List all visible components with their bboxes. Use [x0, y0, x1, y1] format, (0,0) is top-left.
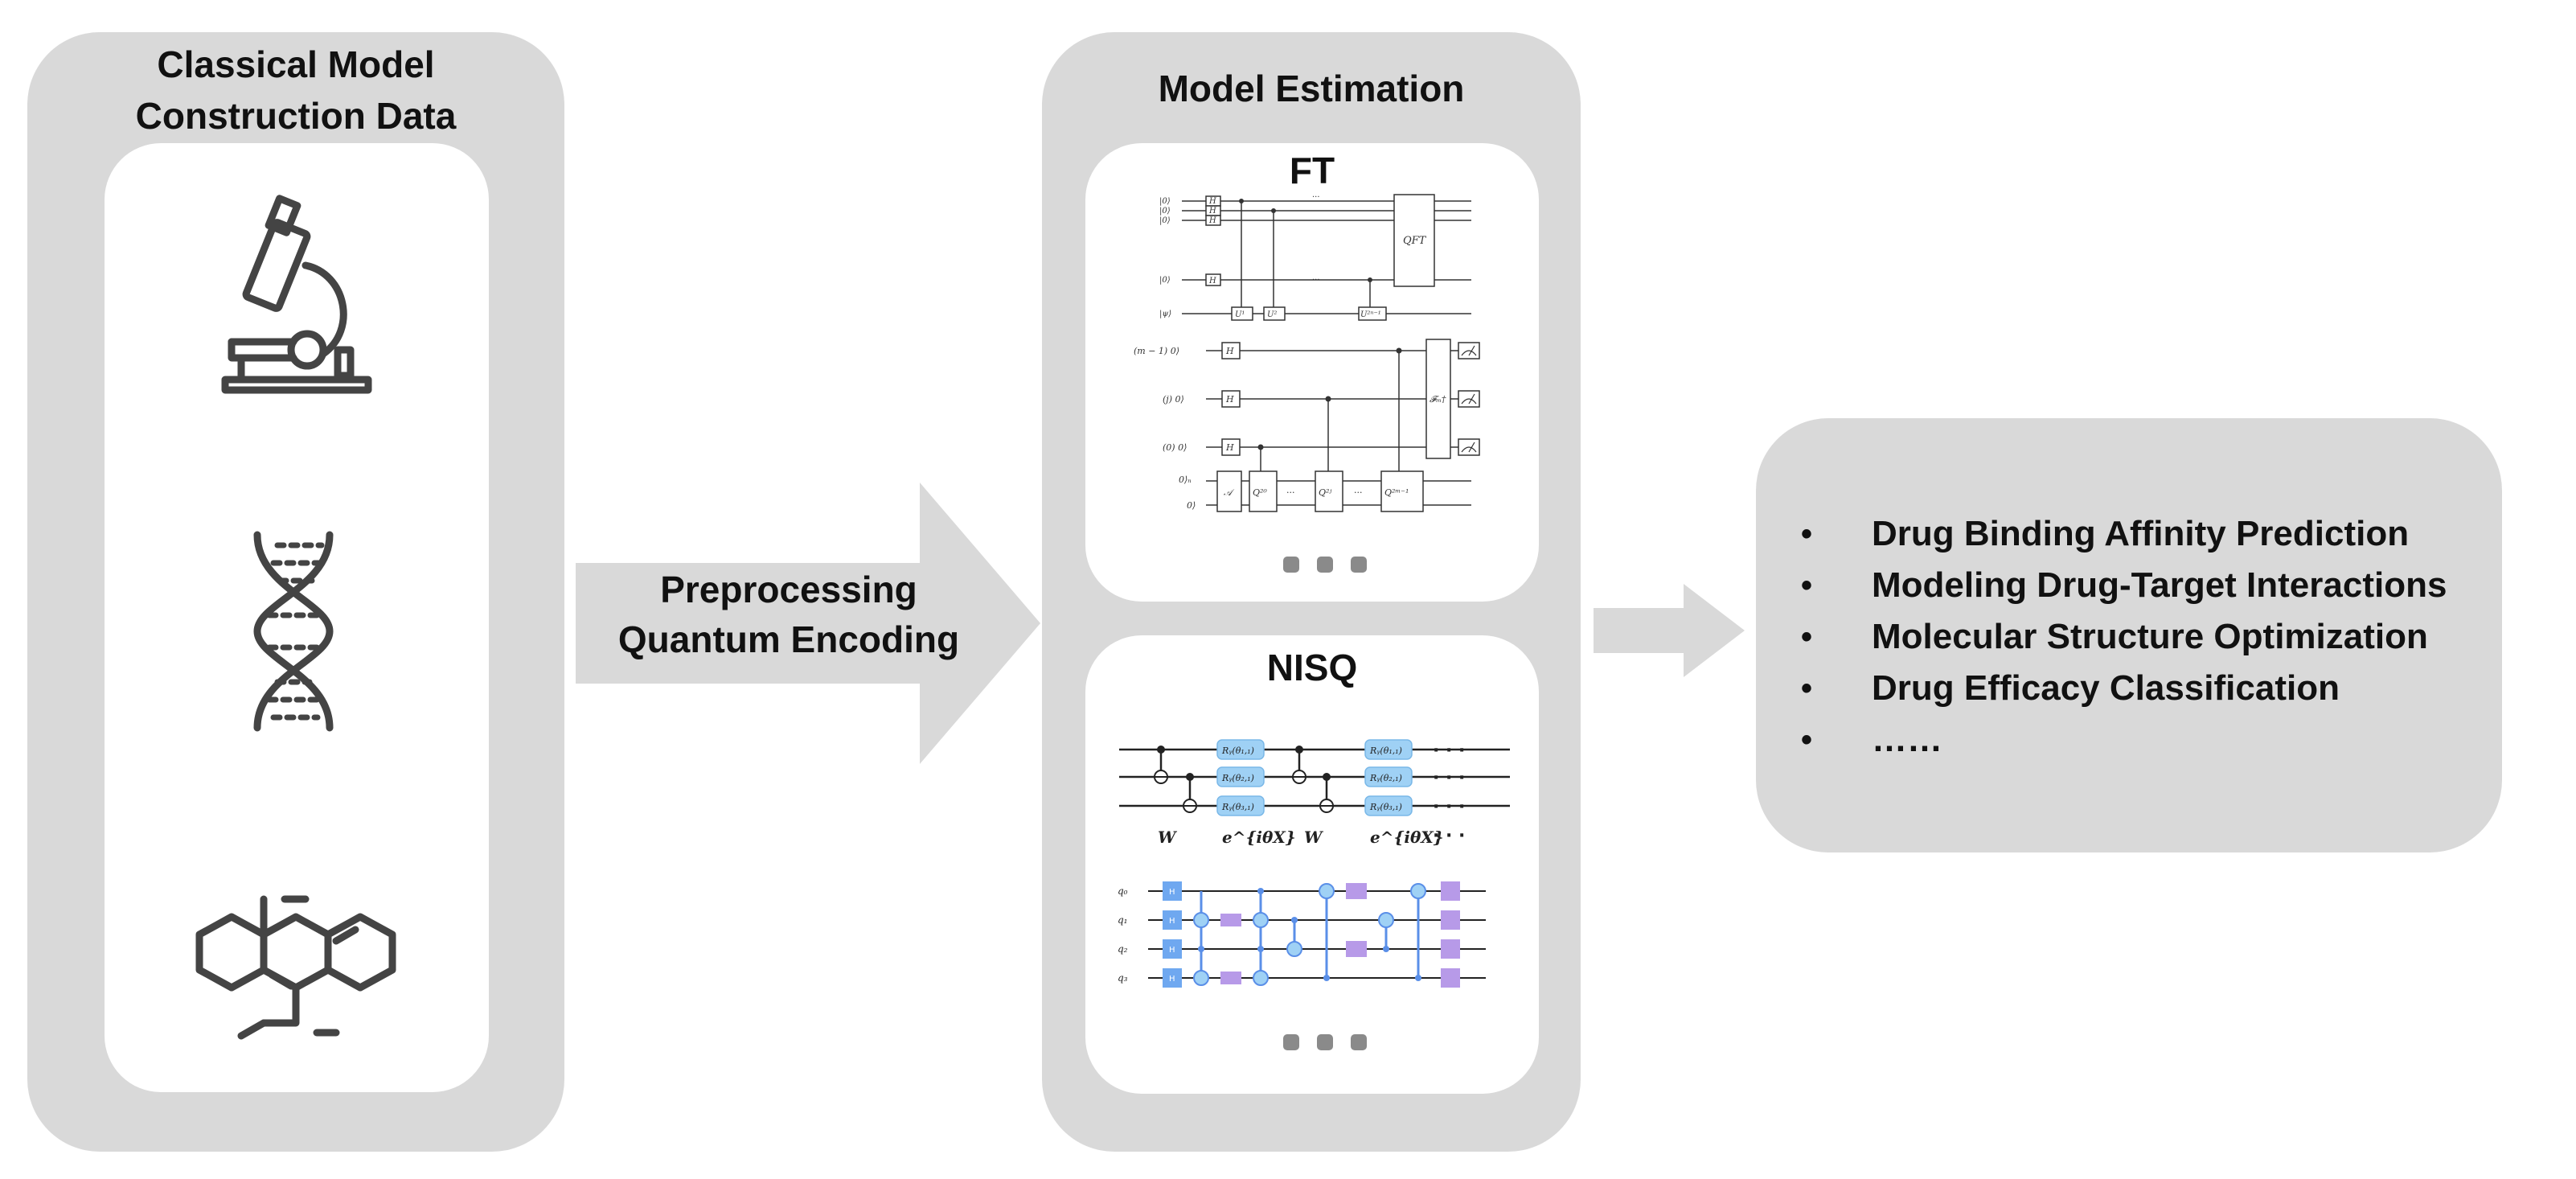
nisq1-ellipsis-c: · · ·	[1433, 797, 1465, 817]
nisq1-ellipsis-b: · · ·	[1433, 768, 1465, 788]
nisq1-ry1: Rᵧ(θ₁,₁)	[1221, 746, 1254, 756]
ft1-ellipsis-b: ···	[1312, 276, 1320, 285]
dot-6	[1351, 1034, 1367, 1050]
data-panel-title: Classical Model Construction Data	[27, 39, 564, 142]
nisq2-h3: H	[1169, 946, 1175, 955]
ft-title: FT	[1289, 150, 1335, 191]
ft2-ket-n: 0⟩ₙ	[1179, 474, 1192, 485]
ft1-h4: H	[1208, 277, 1216, 286]
preprocessing-label: Preprocessing	[660, 569, 917, 610]
nisq1-ry3: Rᵧ(θ₃,₁)	[1221, 802, 1254, 812]
ft-phase-estimation-circuit: |0⟩ |0⟩ |0⟩ |0⟩ |ψ⟩ H H H H QFT U¹ U² U²…	[1159, 193, 1471, 321]
nisq-hardware-efficient-circuit: q₀ q₁ q₂ q₃ H H H H	[1118, 881, 1486, 988]
nisq2-h2: H	[1169, 917, 1175, 926]
ft1-h1: H	[1208, 197, 1216, 206]
nisq-variational-circuit: Rᵧ(θ₁,₁) Rᵧ(θ₂,₁) Rᵧ(θ₃,₁) Rᵧ(θ₁,₁) Rᵧ(θ…	[1119, 739, 1510, 847]
nisq1-ry5: Rᵧ(θ₂,₁)	[1369, 773, 1402, 783]
preprocessing-arrow	[576, 483, 1040, 764]
quantum-encoding-label: Quantum Encoding	[617, 618, 960, 660]
application-item: Modeling Drug-Target Interactions	[1801, 560, 2447, 611]
ft2-qm: Q²ᵐ⁻¹	[1384, 487, 1409, 498]
dna-icon	[253, 531, 334, 732]
ft1-ket0-d: |0⟩	[1159, 276, 1171, 285]
application-item: Drug Binding Affinity Prediction	[1801, 508, 2447, 560]
ft1-u2: U²	[1267, 310, 1277, 319]
ft2-label-low: (0) 0⟩	[1163, 442, 1187, 453]
molecule-icon	[195, 895, 396, 1040]
nisq2-h1: H	[1169, 888, 1175, 897]
dot-1	[1283, 557, 1299, 573]
nisq1-ellipsis-a: · · ·	[1433, 741, 1465, 761]
ft-amplitude-estimation-circuit: (m − 1) 0⟩ (j) 0⟩ (0) 0⟩ 0⟩ₙ 0⟩ H H H 𝒜 …	[1134, 339, 1480, 512]
nisq2-q3: q₃	[1118, 972, 1128, 984]
nisq2-q1: q₁	[1118, 914, 1128, 926]
ft2-label-top: (m − 1) 0⟩	[1134, 346, 1179, 356]
ft2-h1: H	[1225, 346, 1234, 356]
applications-list: Drug Binding Affinity Prediction Modelin…	[1801, 508, 2447, 766]
ft1-h3: H	[1208, 216, 1216, 225]
nisq1-ry6: Rᵧ(θ₃,₁)	[1369, 802, 1402, 812]
ft1-un: U²ⁿ⁻¹	[1360, 310, 1381, 319]
ft2-inverse-qft: 𝓕ₘ†	[1430, 394, 1446, 405]
nisq2-h4: H	[1169, 975, 1175, 984]
application-item: Molecular Structure Optimization	[1801, 611, 2447, 663]
nisq1-ry2: Rᵧ(θ₂,₁)	[1221, 773, 1254, 783]
dot-3	[1351, 557, 1367, 573]
ft-more-dots	[1283, 557, 1367, 573]
ft-card	[1085, 143, 1539, 602]
ft1-ket0-c: |0⟩	[1159, 216, 1171, 225]
data-panel-title-line2: Construction Data	[135, 95, 457, 137]
preprocessing-arrow-label: Preprocessing Quantum Encoding	[576, 565, 1002, 664]
ft1-ellipsis-a: ···	[1312, 193, 1320, 202]
ft2-q0: Q²⁰	[1253, 487, 1267, 498]
ft2-ellipsis-b: ···	[1354, 487, 1363, 498]
nisq1-w1: W	[1158, 828, 1178, 847]
dot-5	[1317, 1034, 1333, 1050]
application-item: ……	[1801, 714, 2447, 766]
nisq-title: NISQ	[1266, 647, 1358, 688]
application-item: Drug Efficacy Classification	[1801, 663, 2447, 714]
nisq1-exp2: e^{iθX}	[1370, 828, 1444, 847]
nisq1-exp1: e^{iθX}	[1222, 828, 1296, 847]
ft1-ket0-b: |0⟩	[1159, 207, 1171, 216]
ft2-h2: H	[1225, 394, 1234, 405]
nisq-card	[1085, 635, 1539, 1094]
nisq-more-dots	[1283, 1034, 1367, 1050]
ft1-u1: U¹	[1235, 310, 1245, 319]
data-panel-title-line1: Classical Model	[157, 43, 435, 85]
nisq1-ellipsis-d: · · ·	[1433, 826, 1465, 846]
ft1-ket0-a: |0⟩	[1159, 197, 1171, 206]
dot-2	[1317, 557, 1333, 573]
model-estimation-title: Model Estimation	[1158, 68, 1465, 109]
ft2-ket-1: 0⟩	[1187, 500, 1196, 511]
nisq1-ry4: Rᵧ(θ₁,₁)	[1369, 746, 1402, 756]
ft2-ellipsis-a: ···	[1286, 487, 1295, 498]
ft2-label-mid: (j) 0⟩	[1163, 394, 1184, 405]
nisq1-w2: W	[1304, 828, 1324, 847]
ft1-qft: QFT	[1403, 235, 1427, 247]
ft1-h2: H	[1208, 207, 1216, 216]
output-arrow	[1594, 584, 1745, 677]
ft1-ket-psi: |ψ⟩	[1159, 310, 1171, 318]
nisq2-q2: q₂	[1118, 943, 1128, 955]
microscope-icon	[221, 195, 372, 394]
ft2-h3: H	[1225, 442, 1234, 453]
nisq2-q0: q₀	[1118, 885, 1128, 897]
ft2-qj: Q²ʲ	[1319, 487, 1331, 498]
dot-4	[1283, 1034, 1299, 1050]
